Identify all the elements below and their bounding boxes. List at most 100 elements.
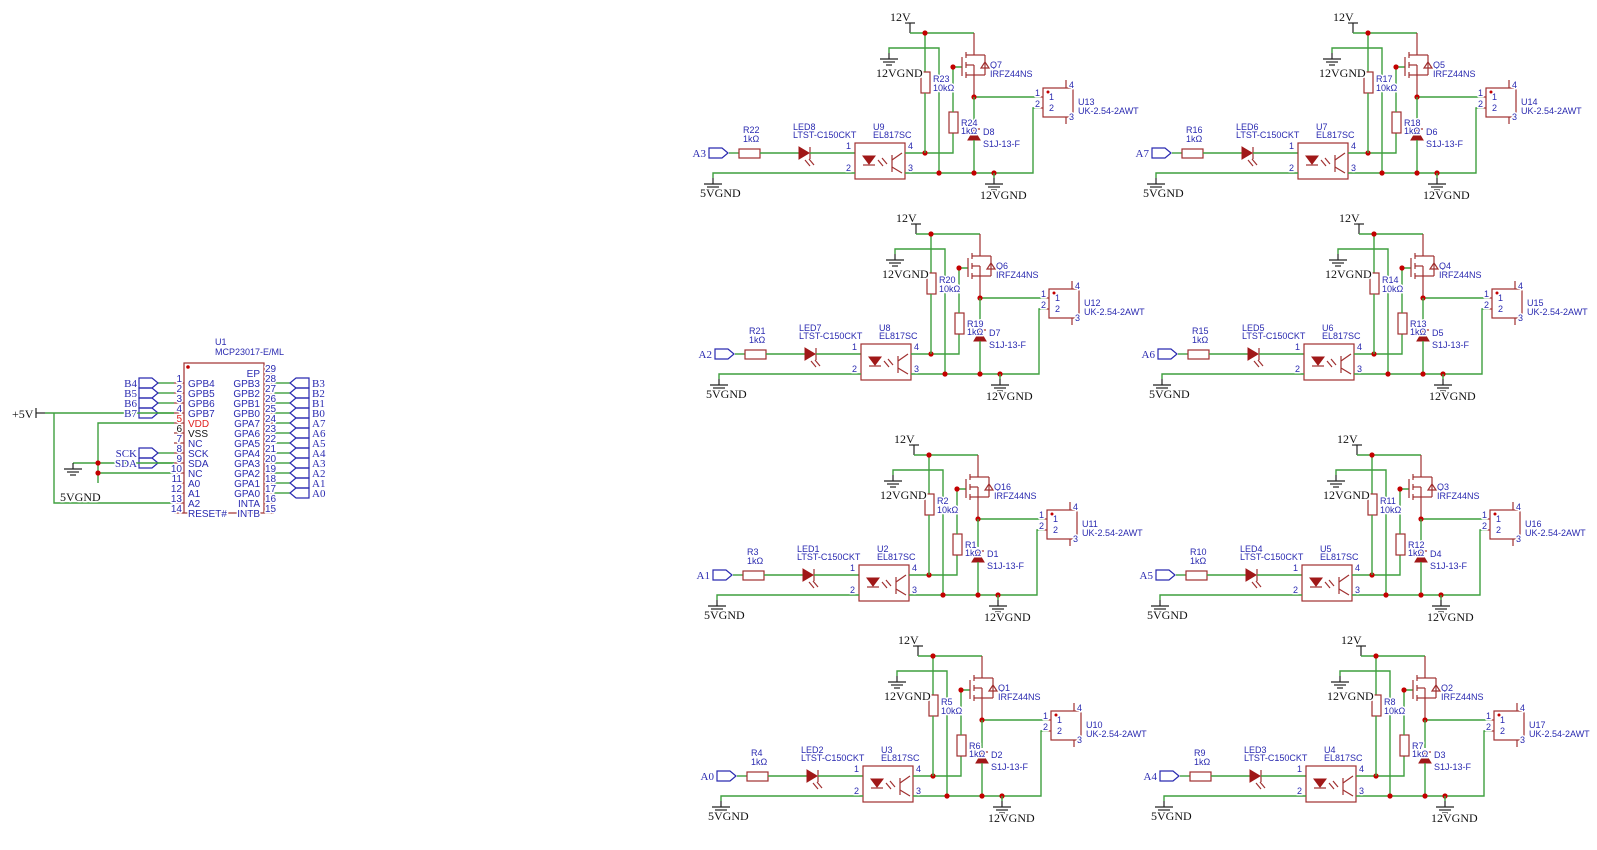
optocoupler-icon [1303,343,1355,381]
ground-icon [1153,379,1171,392]
opto-pin-3: 3 [1357,364,1362,374]
opto-ray [1320,159,1327,167]
diode-ref: D3 [1434,750,1446,760]
pin-name: GPB6 [188,399,215,410]
opto-pin-4: 4 [914,342,919,352]
connector-body [1046,509,1078,540]
wire [911,334,960,355]
body-diode [1426,482,1438,491]
resistor-value: 10kΩ [1382,284,1404,294]
connector-ref: U16 [1525,519,1542,529]
connector-pin-2: 2 [1484,300,1489,310]
resistor-ref: R5 [941,697,953,707]
led-ray [1251,158,1258,166]
input-resistor-icon [1185,570,1208,581]
optocoupler-icon [858,564,910,602]
opto-pin-2: 2 [1297,786,1302,796]
pin-name: EP [247,369,261,380]
input-resistor-icon [746,771,769,782]
net-port-b3 [289,377,310,389]
diode-value: S1J-13-F [1426,139,1464,149]
resistor-ref: R19 [967,319,984,329]
resistor-ref: R13 [1410,319,1427,329]
diode-value: S1J-13-F [1432,340,1470,350]
input-resistor-icon [744,349,767,360]
connector-body [1491,288,1523,319]
resistor-ref: R22 [743,125,760,135]
connector-ref: U14 [1521,97,1538,107]
junction-dot [1397,486,1403,492]
connector-icon [1040,80,1074,124]
wire [1354,308,1489,375]
gate-resistor-icon [1399,734,1410,757]
connector-pin-4: 4 [1073,502,1078,512]
mosfet-value: IRFZ44NS [996,270,1039,280]
pin-number: 28 [265,374,277,385]
wire [1348,133,1397,154]
connector-pin-2: 2 [1043,722,1048,732]
resistor-ref: R2 [937,496,949,506]
gate-resistor-icon [1395,533,1406,556]
led-ray [816,781,823,789]
resistor-ref: R12 [1408,540,1425,550]
opto-ref: U9 [873,122,885,132]
pin-name: GPB2 [233,389,260,400]
opto-value: EL817SC [1324,753,1363,763]
wire [1161,373,1304,379]
wire [960,689,970,735]
pin-name: INTB [237,509,260,520]
junction-dot [979,793,985,799]
net-port-a0 [289,487,310,499]
connector-pin-3: 3 [1518,313,1523,323]
wire [1356,756,1405,777]
led-triangle [1249,769,1261,783]
junction-dot [1379,170,1385,176]
net-label-b4: B4 [124,378,137,390]
gnd-label-12vgnd: 12VGND [988,811,1035,825]
junction-dot [1440,371,1446,377]
opto-collector [1340,353,1352,362]
junction-dot [936,170,942,176]
pin1-marker [1046,90,1050,94]
pin-name: GPA4 [234,449,260,460]
led-ray [804,159,811,167]
pin1-marker [1489,90,1493,94]
resistor-ref: R8 [1384,697,1396,707]
pin-number: 7 [176,434,182,445]
opto-ray [877,159,884,167]
junction-dot [1422,793,1428,799]
pin-number: 1 [176,374,182,385]
pin-name: GPA1 [234,479,260,490]
ground-icon [712,801,730,814]
opto-pin-1: 1 [1297,764,1302,774]
gate-resistor-icon [1391,111,1402,134]
power-label-12v: 12V [1341,633,1362,647]
ground-icon [1147,178,1165,191]
resistor-ref: R24 [961,118,978,128]
optocoupler-icon [860,343,912,381]
opto-body [1303,343,1355,381]
pin1-marker [186,365,190,369]
pin-name: SDA [188,459,209,470]
ground-icon [1329,254,1347,267]
junction-dot [922,30,928,36]
ground-icon [989,600,1007,613]
opto-pin-1: 1 [846,141,851,151]
connector-body [1048,288,1080,319]
led-icon [806,769,823,790]
pin-number: 27 [265,384,277,395]
opto-pin-1: 1 [1293,563,1298,573]
input-resistor-icon [738,148,761,159]
wire [896,670,948,796]
gnd-label-5vgnd: 5VGND [700,186,741,200]
connector-ref: U17 [1529,720,1546,730]
resistor-ref: R4 [751,748,763,758]
connector-pin-4: 4 [1069,80,1074,90]
mosfet-ref: Q3 [1437,482,1449,492]
junction-dot [954,486,960,492]
input-net-label: A7 [1136,148,1150,160]
connector-value: UK-2.54-2AWT [1078,106,1139,116]
junction-dot [971,170,977,176]
input-resistor-icon [742,570,765,581]
